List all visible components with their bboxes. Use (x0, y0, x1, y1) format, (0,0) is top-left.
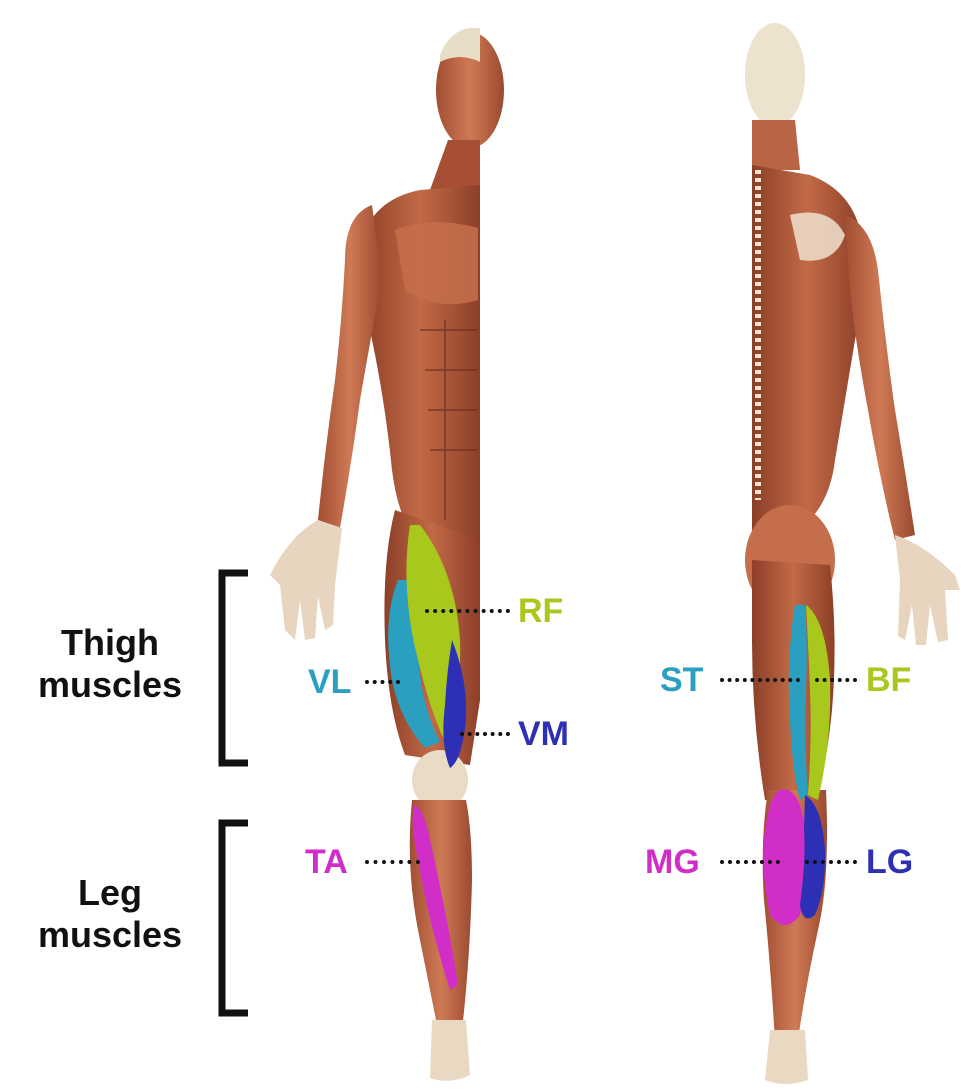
front-arm (318, 205, 382, 528)
bf-leader (815, 678, 857, 682)
bf-label: BF (866, 662, 911, 698)
back-hand (895, 535, 960, 645)
vm-label: VM (518, 716, 569, 752)
front-skull-cap (440, 28, 480, 62)
anterior-figure (270, 28, 504, 1081)
leg-bracket (222, 823, 248, 1013)
back-head (745, 23, 805, 127)
back-arm (845, 215, 915, 540)
lg-label: LG (866, 844, 913, 880)
thigh-muscles-text: Thigh muscles (20, 622, 200, 706)
front-neck (430, 140, 480, 190)
lg-leader (805, 860, 857, 864)
front-hand (270, 520, 342, 640)
leg-muscles-text: Leg muscles (20, 872, 200, 956)
st-leader (720, 678, 800, 682)
mg-label: MG (645, 844, 700, 880)
vl-label: VL (308, 664, 351, 700)
ta-label: TA (305, 844, 348, 880)
rf-leader (425, 609, 510, 613)
vl-leader (365, 680, 400, 684)
rf-label: RF (518, 593, 563, 629)
st-label: ST (660, 662, 703, 698)
muscle-mg-shape (763, 790, 805, 926)
thigh-bracket (222, 573, 248, 763)
leg-muscles-label: Leg muscles (20, 872, 200, 956)
front-foot (430, 1020, 470, 1081)
back-foot (765, 1030, 808, 1084)
ta-leader (365, 860, 420, 864)
vm-leader (460, 732, 510, 736)
mg-leader (720, 860, 780, 864)
posterior-figure (745, 23, 960, 1084)
thigh-muscles-label: Thigh muscles (20, 622, 200, 706)
back-neck (752, 120, 800, 170)
